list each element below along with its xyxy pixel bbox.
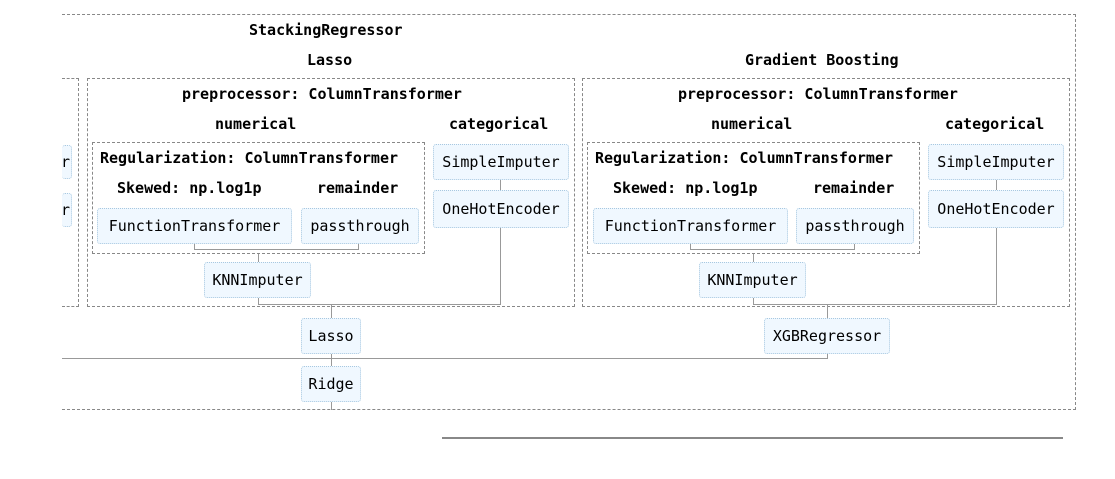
gb-onehot-encoder[interactable]: OneHotEncoder <box>928 190 1064 228</box>
lasso-connector <box>500 180 501 190</box>
lasso-regularization-label[interactable]: Regularization: ColumnTransformer <box>100 149 399 167</box>
clipped-branch-box <box>62 78 79 307</box>
final-estimator-ridge[interactable]: Ridge <box>301 366 361 402</box>
gb-connector <box>753 304 997 305</box>
combine-connector <box>827 354 828 358</box>
stacking-regressor-container <box>62 14 1076 410</box>
combine-connector <box>331 402 332 410</box>
gb-connector <box>753 254 754 262</box>
lasso-regularization-box <box>92 142 425 254</box>
gb-connector <box>690 249 855 250</box>
lasso-branch-label[interactable]: Lasso <box>307 51 353 69</box>
gb-skewed-label[interactable]: Skewed: np.log1p <box>613 179 758 197</box>
lasso-remainder-label[interactable]: remainder <box>317 179 399 197</box>
gb-connector <box>854 244 855 249</box>
lasso-connector <box>194 244 195 249</box>
gb-regularization-box <box>587 142 920 254</box>
lasso-knn-imputer[interactable]: KNNImputer <box>204 262 311 298</box>
gb-regularization-label[interactable]: Regularization: ColumnTransformer <box>595 149 894 167</box>
gb-preprocessor-label[interactable]: preprocessor: ColumnTransformer <box>678 85 958 103</box>
gb-numerical-label[interactable]: numerical <box>711 115 793 133</box>
gb-connector <box>827 305 828 318</box>
lasso-connector <box>331 305 332 318</box>
lasso-connector <box>258 298 259 305</box>
gb-estimator[interactable]: XGBRegressor <box>764 318 890 354</box>
lasso-passthrough[interactable]: passthrough <box>301 208 419 244</box>
lasso-onehot-encoder[interactable]: OneHotEncoder <box>433 190 569 228</box>
lasso-connector <box>194 249 359 250</box>
lasso-estimator[interactable]: Lasso <box>301 318 361 354</box>
lasso-connector <box>258 304 501 305</box>
gb-branch-label[interactable]: Gradient Boosting <box>745 51 899 69</box>
lasso-function-transformer[interactable]: FunctionTransformer <box>97 208 292 244</box>
lasso-simple-imputer[interactable]: SimpleImputer <box>433 144 569 180</box>
lasso-preprocessor-label[interactable]: preprocessor: ColumnTransformer <box>182 85 462 103</box>
gb-simple-imputer[interactable]: SimpleImputer <box>928 144 1064 180</box>
lasso-skewed-label[interactable]: Skewed: np.log1p <box>117 179 262 197</box>
lasso-connector <box>500 228 501 305</box>
gb-connector <box>996 228 997 305</box>
gb-passthrough[interactable]: passthrough <box>796 208 914 244</box>
gb-function-transformer[interactable]: FunctionTransformer <box>593 208 788 244</box>
clipped-estimator-top[interactable]: r <box>62 145 72 179</box>
lasso-connector <box>358 244 359 249</box>
combine-connector <box>331 354 332 366</box>
gb-remainder-label[interactable]: remainder <box>813 179 895 197</box>
gb-connector <box>690 244 691 249</box>
lasso-numerical-label[interactable]: numerical <box>215 115 297 133</box>
scrollbar-line[interactable] <box>442 437 1063 439</box>
gb-connector <box>753 298 754 305</box>
clipped-estimator-bottom[interactable]: r <box>62 193 72 227</box>
lasso-categorical-label[interactable]: categorical <box>449 115 549 133</box>
combine-connector <box>62 358 828 359</box>
gb-connector <box>996 180 997 190</box>
gb-knn-imputer[interactable]: KNNImputer <box>699 262 806 298</box>
gb-categorical-label[interactable]: categorical <box>945 115 1045 133</box>
lasso-connector <box>258 254 259 262</box>
gb-preprocessor-box <box>582 78 1070 307</box>
stacking-regressor-title[interactable]: StackingRegressor <box>249 21 403 39</box>
